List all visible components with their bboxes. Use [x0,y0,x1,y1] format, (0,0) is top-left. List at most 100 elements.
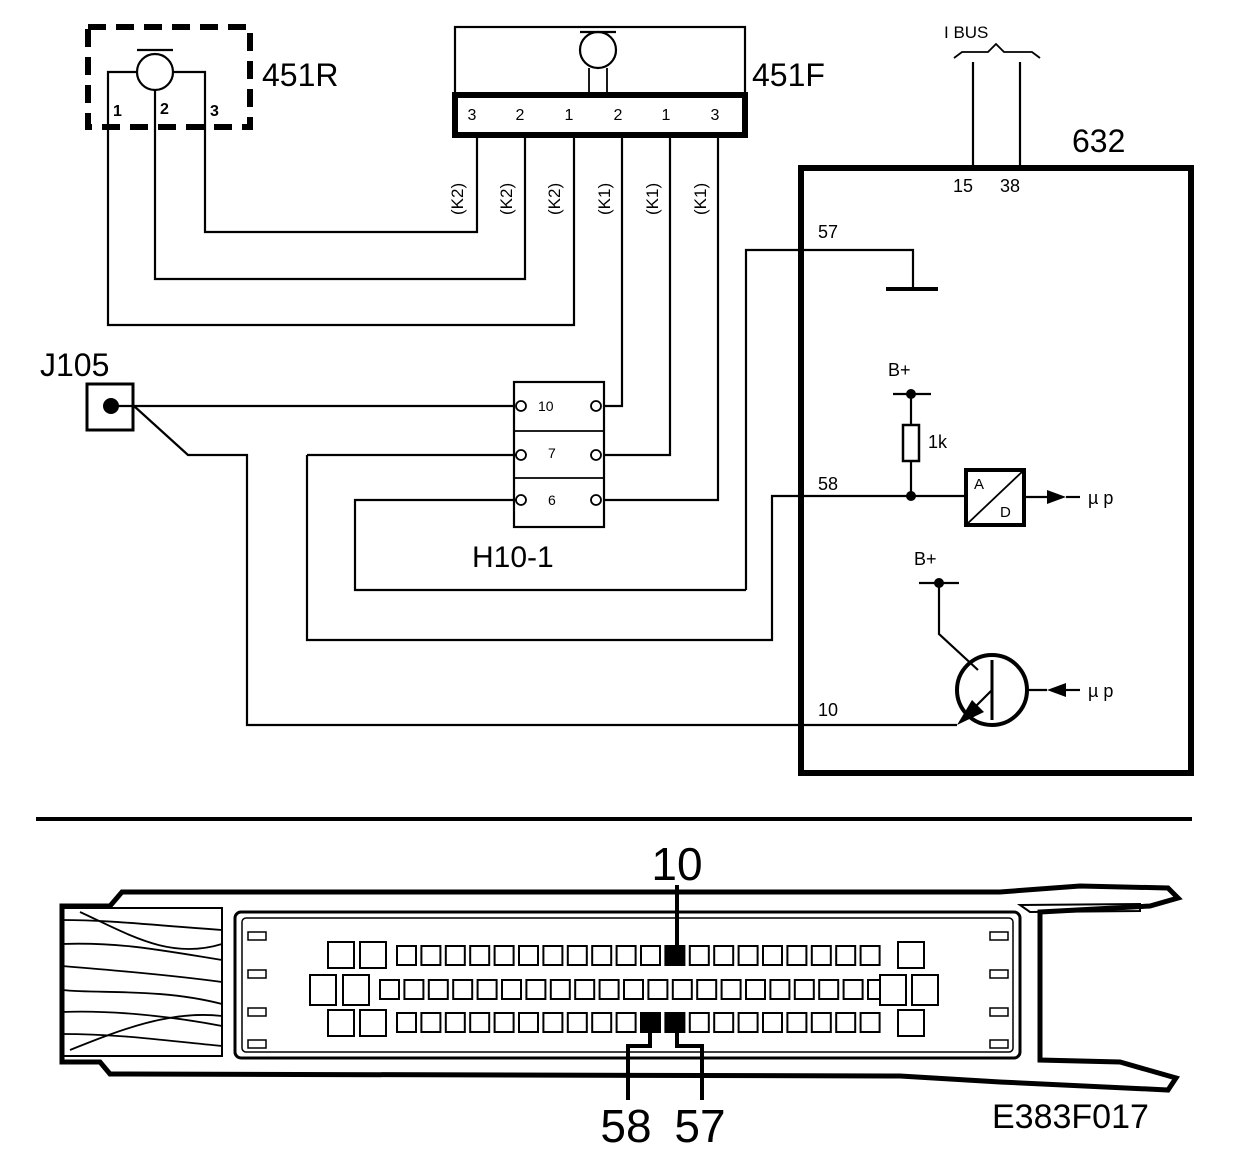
connector-pin [835,945,857,966]
sensor-451f-pin-1a: 1 [565,107,574,124]
connector-pin [493,1012,515,1033]
pin-57-label: 57 [818,222,838,242]
connector-slot [247,1039,267,1049]
figure-code: E383F017 [992,1098,1149,1136]
mp-label-2: µ p [1088,681,1113,701]
connector-pin [818,979,840,1000]
h10-label: H10-1 [472,541,554,574]
connector-pin [713,1012,735,1033]
connector-pin [379,979,400,1000]
h10-pin-6: 6 [548,492,556,508]
sensor-451r: 1 2 3 451R [85,24,339,130]
pin-58-label: 58 [818,474,838,494]
sensor-451f: 3 2 1 2 1 3 451F [452,25,825,138]
connector-pin [403,979,425,1000]
sensor-451f-pin-3b: 3 [711,107,720,124]
connector-pin [518,945,539,966]
plug-view: 10 58 57 E383F017 [59,838,1183,1152]
sensor-451f-label: 451F [752,57,825,93]
connector-pin [859,1012,881,1033]
h10-pin-7: 7 [548,445,556,461]
connector-slot [247,1007,267,1017]
connector-slot [247,969,267,979]
cable-bundle [61,907,223,1057]
connector-pin [762,945,783,966]
connector-pin [452,979,474,1000]
ibus-pin-15: 15 [953,176,973,196]
connector-pin [859,945,881,966]
connector-pin [745,979,766,1000]
sensor-451r-pin-1: 1 [113,103,122,120]
sensor-451f-pin-2b: 2 [614,107,623,124]
connector-pin [598,979,620,1000]
connector-pin [720,979,742,1000]
connector-pin [359,941,387,969]
wire-code-5: (K1) [643,183,662,215]
connector-pin [327,941,355,969]
connector-pin [591,945,613,966]
connector-pin [810,945,832,966]
connector-pin [469,945,491,966]
highlighted-pin [640,1012,661,1033]
resistor-label: 1k [928,432,948,452]
connector-pin [688,1012,710,1033]
connector-pin [688,945,710,966]
connector-pin [501,979,522,1000]
mp-label-1: µ p [1088,488,1113,508]
adc-in-label: A [974,476,984,493]
connector-pin [359,1009,387,1037]
supply-label-1: B+ [888,360,911,380]
adc-out-label: D [1000,504,1011,521]
connector-pin [879,974,907,1006]
connector-pin [769,979,791,1000]
connector-pin [671,979,693,1000]
connector-pin [427,979,449,1000]
connector-pin [574,979,596,1000]
connector-pin [476,979,498,1000]
connector-pin [420,1012,442,1033]
connector-pin [615,945,637,966]
pin-10-label: 10 [818,700,838,720]
highlighted-pin [664,1012,686,1033]
sensor-451r-pin-3: 3 [210,103,219,120]
connector-pin [566,1012,588,1033]
connector-pin [542,1012,564,1033]
connector-pin [444,1012,466,1033]
sensor-451f-pin-3a: 3 [468,107,477,124]
h10-pin-10: 10 [538,398,554,414]
ibus: I BUS [944,23,1041,168]
connector-pin [737,1012,759,1033]
connector-slot [247,931,267,941]
ibus-label: I BUS [944,23,988,42]
pin-grid [247,931,1009,1049]
highlighted-pin [664,945,686,966]
callout-pin-10: 10 [651,838,702,890]
connector-pin [493,945,515,966]
connector-pin [309,974,337,1006]
connector-pin [566,945,588,966]
wire-code-6: (K1) [691,183,710,215]
connector-pin [911,974,939,1006]
connector-slot [989,931,1009,941]
connector-pin [525,979,547,1000]
connector-pin [623,979,644,1000]
connector-slot [989,969,1009,979]
wire-code-3: (K2) [545,183,564,215]
connector-slot [989,1007,1009,1017]
connector-pin [420,945,442,966]
sensor-451f-pin-2a: 2 [516,107,525,124]
connector-pin [396,1012,417,1033]
connector-pin [713,945,735,966]
connector-pin [897,941,925,969]
connector-pin [737,945,759,966]
wire-code-2: (K2) [497,183,516,215]
connector-pin [542,945,564,966]
wire-code-4: (K1) [595,183,614,215]
connector-pin [615,1012,637,1033]
connector-pin [469,1012,491,1033]
ibus-pin-38: 38 [1000,176,1020,196]
connector-pin [696,979,718,1000]
supply-label-2: B+ [914,549,937,569]
wire-code-1: (K2) [448,183,467,215]
